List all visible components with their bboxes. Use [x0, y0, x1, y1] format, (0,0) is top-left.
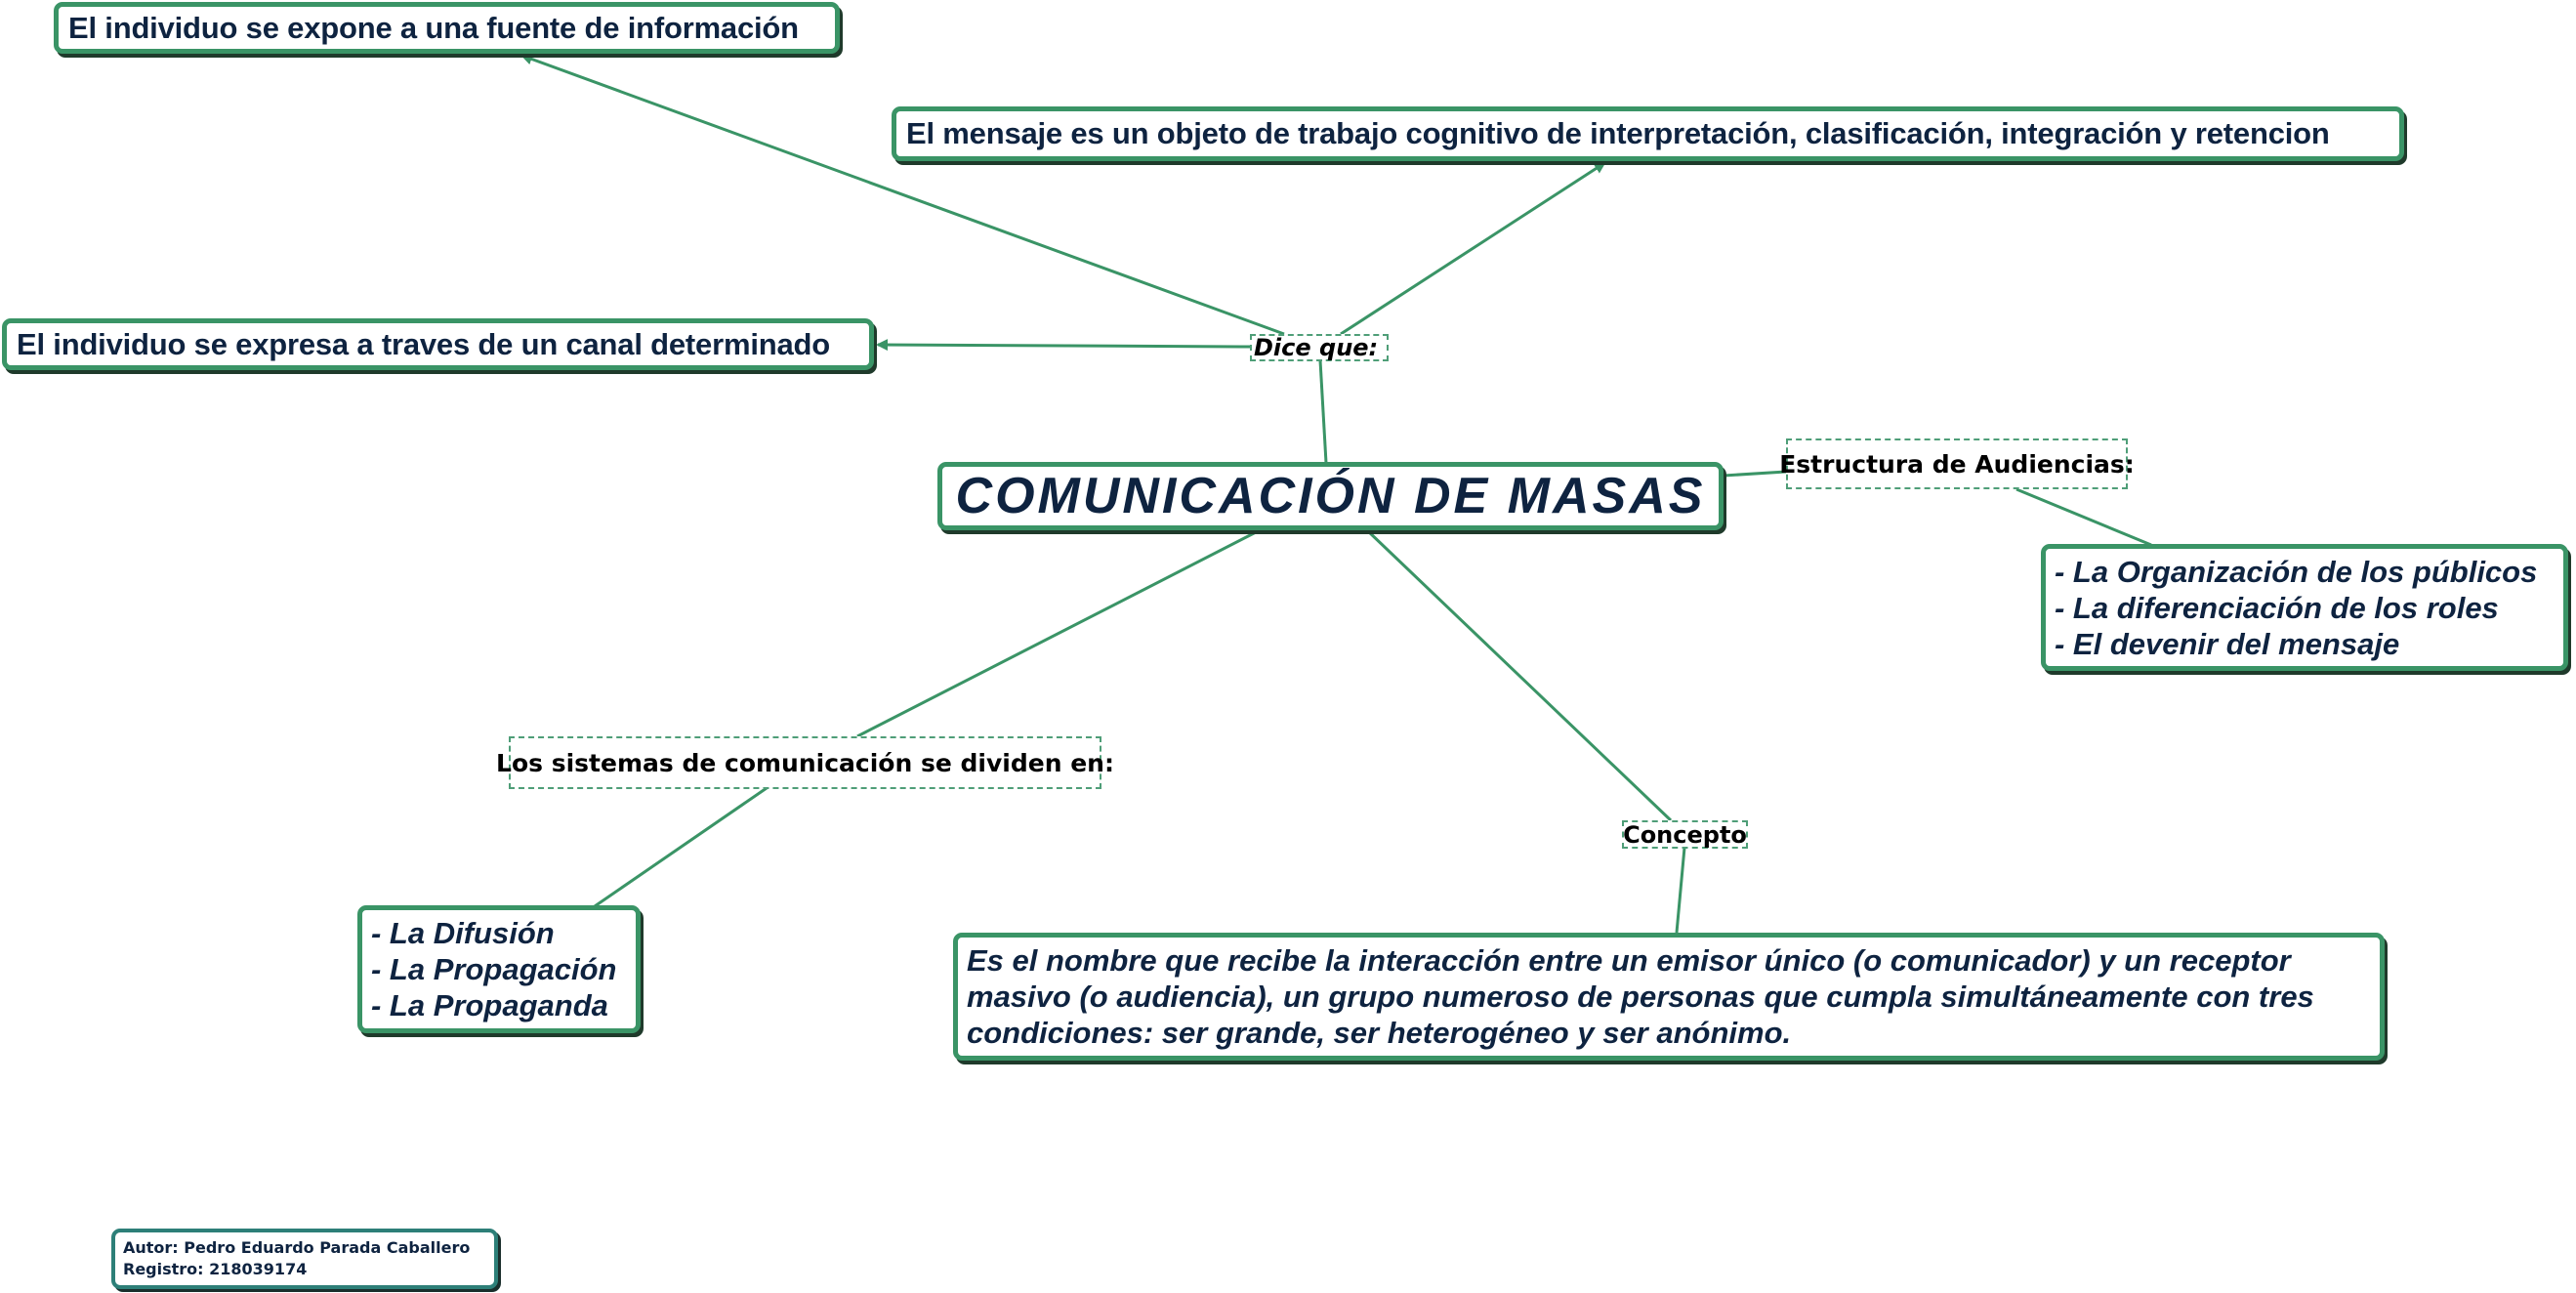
connector-dice-que[interactable]: Dice que: [1250, 334, 1389, 361]
audiencias-item: - La diferenciación de los roles [2055, 590, 2499, 625]
node-expresa-text: El individuo se expresa a traves de un c… [17, 326, 830, 361]
line-dice-to-expone [520, 53, 1285, 336]
line-concepto-to-definition [1675, 847, 1686, 934]
sistemas-item: - La Propaganda [371, 988, 608, 1022]
concepto-line: Es el nombre que recibe la interacción e… [967, 943, 2291, 978]
connector-sistemas-text: Los sistemas de comunicación se dividen … [496, 748, 1114, 777]
author-registro: Registro: 218039174 [123, 1260, 308, 1278]
line-central-to-dice [1318, 359, 1328, 464]
line-estructura-to-audiencias [2015, 487, 2152, 547]
node-concepto-definition[interactable]: Es el nombre que recibe la interacción e… [953, 933, 2385, 1061]
audiencias-item: - El devenir del mensaje [2055, 626, 2400, 661]
connector-concepto[interactable]: Concepto [1622, 820, 1748, 849]
author-box: Autor: Pedro Eduardo Parada Caballero Re… [111, 1229, 498, 1289]
concepto-line: condiciones: ser grande, ser heterogéneo… [967, 1016, 1792, 1050]
connector-estructura-text: Estructura de Audiencias: [1779, 449, 2135, 479]
line-central-to-concepto [1365, 528, 1673, 822]
line-central-to-sistemas [856, 528, 1261, 738]
author-name: Autor: Pedro Eduardo Parada Caballero [123, 1238, 471, 1257]
node-mensaje[interactable]: El mensaje es un objeto de trabajo cogni… [892, 106, 2404, 161]
concepto-definition-text: Es el nombre que recibe la interacción e… [967, 942, 2314, 1051]
connector-dice-que-text: Dice que: [1254, 334, 1379, 361]
node-mensaje-text: El mensaje es un objeto de trabajo cogni… [906, 116, 2330, 150]
sistemas-item: - La Propagación [371, 952, 617, 986]
audiencias-item: - La Organización de los públicos [2055, 554, 2538, 589]
connector-sistemas[interactable]: Los sistemas de comunicación se dividen … [496, 736, 1114, 789]
node-expone[interactable]: El individuo se expone a una fuente de i… [54, 2, 840, 54]
node-expresa[interactable]: El individuo se expresa a traves de un c… [2, 318, 874, 370]
node-audiencias[interactable]: - La Organización de los públicos - La d… [2041, 544, 2568, 671]
connector-concepto-text: Concepto [1623, 820, 1747, 849]
node-expone-text: El individuo se expone a una fuente de i… [68, 10, 799, 45]
sistemas-item: - La Difusión [371, 916, 555, 950]
node-sistemas-list[interactable]: - La Difusión - La Propagación - La Prop… [357, 905, 641, 1033]
concepto-line: masivo (o audiencia), un grupo numeroso … [967, 980, 2314, 1014]
central-title: COMUNICACIÓN DE MASAS [955, 468, 1706, 524]
line-dice-to-mensaje [1340, 161, 1606, 336]
line-dice-to-expresa [876, 339, 1251, 352]
connector-estructura[interactable]: Estructura de Audiencias: [1779, 438, 2135, 489]
line-sistemas-to-difusion [594, 786, 768, 908]
line-central-to-estructura [1723, 470, 1787, 478]
central-node[interactable]: COMUNICACIÓN DE MASAS [937, 462, 1724, 530]
